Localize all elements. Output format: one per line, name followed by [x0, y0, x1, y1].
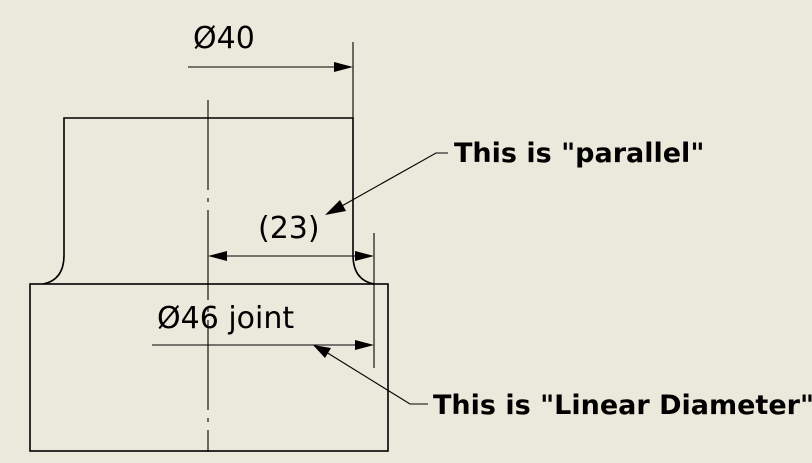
diameter-46-label: Ø46 joint	[157, 301, 294, 336]
diameter-40-label: Ø40	[193, 21, 255, 56]
linear-diameter-note-leader	[325, 351, 428, 405]
parallel-note-label: This is "parallel"	[454, 138, 704, 169]
diameter-46-arrowhead	[355, 340, 374, 350]
reference-23-right-arrowhead	[355, 251, 374, 261]
parallel-note-leader	[339, 152, 448, 208]
parallel-note-leader-arrowhead	[325, 200, 346, 215]
linear-diameter-note-leader-arrowhead	[313, 345, 331, 358]
reference-23-label: (23)	[258, 211, 320, 246]
base-block-outline	[29, 283, 389, 452]
diameter-40-arrowhead	[334, 62, 353, 72]
reference-23-left-arrowhead	[208, 251, 227, 261]
linear-diameter-note-label: This is "Linear Diameter"	[433, 390, 812, 421]
